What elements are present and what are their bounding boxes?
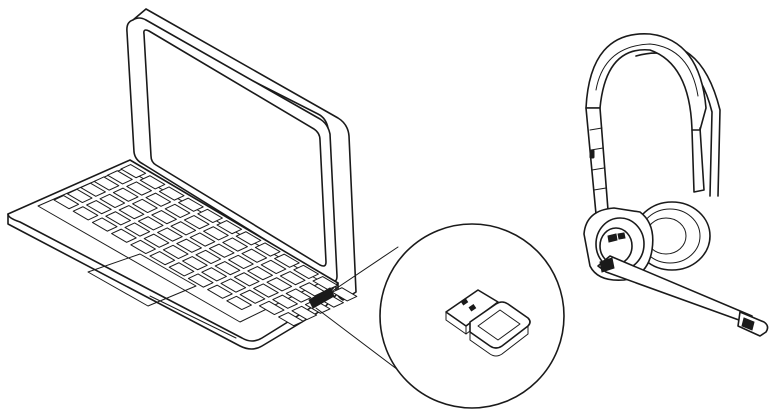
keyboard-key [126,181,152,196]
keyboard-key [216,220,243,235]
keyboard-key [266,277,293,292]
keyboard-key [66,188,93,204]
keyboard-key [72,206,99,221]
keyboard-key [201,267,227,282]
keyboard-key [272,294,298,309]
keyboard-key [220,278,247,293]
keyboard-key [145,192,172,207]
keyboard-key [241,248,268,263]
keyboard-key [195,249,222,265]
headset-icon [583,33,769,337]
keyboard-key [285,288,312,303]
keyboard-key [157,227,183,242]
laptop-display [143,29,327,267]
keyboard-key [111,228,137,243]
keyboard-key [278,312,304,327]
keyboard-key [91,217,118,232]
keyboard-key [274,253,300,268]
keyboard-key [258,300,285,316]
keyboard-key [143,233,170,248]
headband-slider [585,107,609,215]
keyboard-key [228,254,254,270]
palm-rest-line [149,295,237,339]
keyboard-key [235,231,262,246]
keyboard-key [187,273,214,288]
keyboard-key [226,295,252,311]
keyboard-key [93,176,120,191]
keyboard-key [203,226,229,241]
keyboard-key [312,276,339,291]
keyboard-keys [53,164,358,327]
keyboard-key [124,222,151,237]
keyboard-key [207,284,233,299]
keyboard-key [158,186,185,201]
headband-front [585,33,707,131]
keyboard-key [168,262,195,277]
keyboard-key [253,283,279,298]
keyboard-key [331,287,358,302]
keyboard-key [170,221,197,236]
keyboard-key [118,205,145,220]
keyboard-key [197,208,223,224]
keyboard-key [130,239,156,255]
keyboard-key [99,193,126,209]
keyboard-key [291,305,318,321]
keyboard-key [164,203,191,219]
keyboard-key [176,238,202,253]
trackpad [87,253,197,307]
keyboard-key [80,182,106,197]
keyboard-key [189,232,216,247]
laptop-icon [7,8,358,350]
keyboard-key [151,210,177,225]
keyboard-key [293,264,319,280]
keyboard-key [107,170,133,185]
keyboard-key [279,271,306,286]
keyboard-key [182,256,208,271]
usb-dongle-icon [445,289,531,357]
keyboard-key [178,197,204,212]
keyboard-key [139,175,166,190]
keyboard-key [214,261,241,276]
keyboard-key [247,266,273,281]
keyboard-key [53,195,80,210]
keyboard-key [120,164,147,179]
keyboard-key [149,251,176,266]
keyboard-key [183,215,210,230]
keyboard-key [162,244,189,260]
dongle-body [469,301,531,349]
keyboard-key [239,289,266,304]
keyboard-key [260,259,287,275]
keyboard-key [254,242,281,257]
keyboard-key [86,200,112,215]
keyboard-key [112,187,139,202]
keyboard-key [222,237,248,252]
keyboard-key [132,198,158,214]
laptop-deck-edge [7,213,339,350]
keyboard-key [208,243,235,258]
keyboard-key [137,216,164,231]
callout-line-top [315,246,399,303]
keyboard-key [105,211,131,226]
keyboard-key [233,272,260,287]
